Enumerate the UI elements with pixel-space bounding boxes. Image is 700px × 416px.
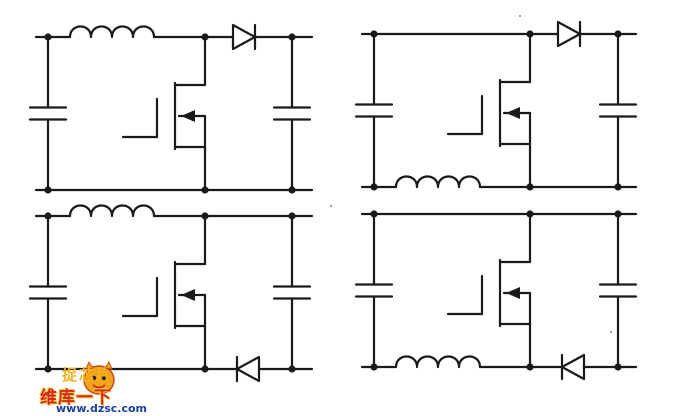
diode (235, 355, 261, 383)
inductor (394, 355, 482, 369)
watermark-top-text: 捉芯片 (62, 366, 114, 384)
body-arrow (181, 289, 195, 301)
inductor (68, 204, 156, 218)
mascot-eye (101, 375, 107, 381)
inductor (68, 25, 156, 39)
watermark-main-text: 维库一下 (40, 388, 112, 408)
stray-mark (519, 15, 521, 17)
body-arrow (506, 287, 520, 299)
panel-top-right (354, 20, 638, 191)
mascot-eye (91, 375, 97, 381)
watermark-logo (83, 360, 115, 395)
body-arrow (181, 110, 195, 122)
diode (556, 20, 582, 48)
panel-bottom-right (354, 210, 638, 381)
stray-mark (610, 331, 612, 333)
stray-mark (330, 205, 332, 207)
panel-top-left (28, 23, 314, 194)
diode (560, 353, 586, 381)
mascot-ear (104, 360, 113, 370)
watermark-url: www.dzsc.com (56, 402, 148, 415)
diode (231, 23, 257, 51)
mascot-body (83, 365, 115, 395)
mascot-mouth (92, 384, 106, 389)
body-arrow (506, 107, 520, 119)
mascot-ear (85, 360, 94, 370)
panel-bottom-left (28, 204, 314, 383)
inductor (394, 175, 482, 189)
